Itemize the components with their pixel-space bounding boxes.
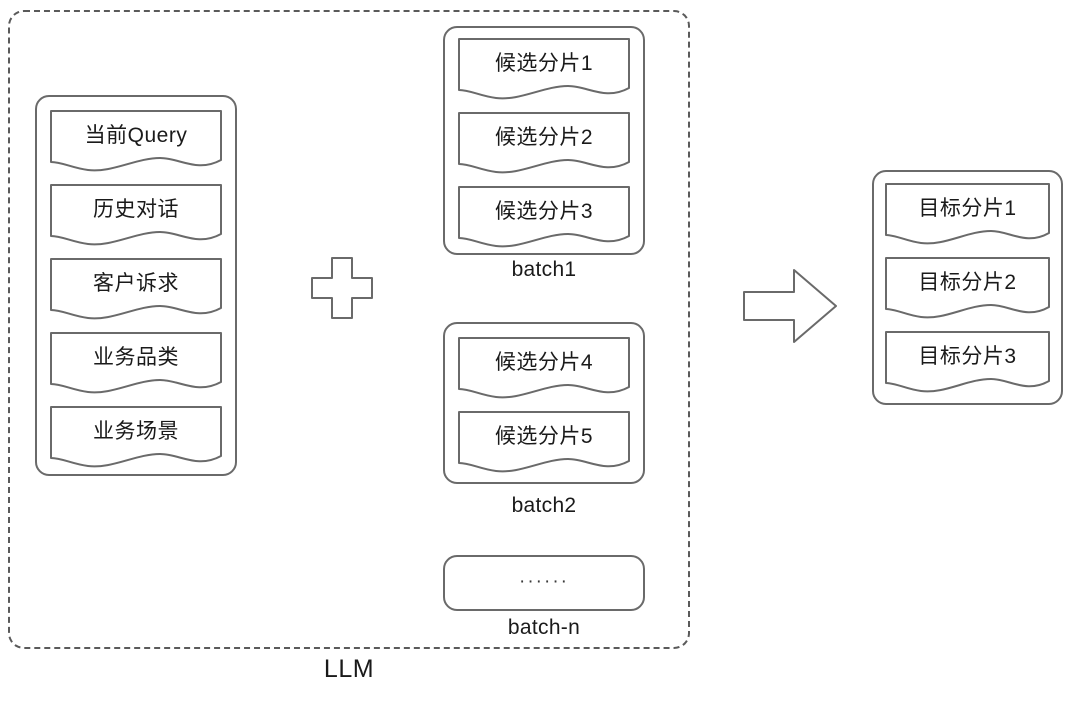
context-item-2[interactable]: 客户诉求: [50, 258, 222, 322]
document-shape: 目标分片1: [885, 183, 1050, 247]
chunk-label: 候选分片5: [494, 424, 594, 448]
target-item-label: 目标分片2: [918, 270, 1017, 294]
context-item-1[interactable]: 历史对话: [50, 184, 222, 248]
context-item-label: 业务场景: [93, 419, 179, 443]
batch-0-chunk-1[interactable]: 候选分片2: [458, 112, 630, 176]
context-item-label: 客户诉求: [93, 271, 179, 295]
right-arrow-icon: [742, 268, 838, 344]
batch-0-chunk-2[interactable]: 候选分片3: [458, 186, 630, 250]
document-shape: 候选分片1: [458, 38, 630, 102]
chunk-label: 候选分片1: [494, 51, 594, 75]
context-item-label: 业务品类: [93, 345, 179, 369]
document-shape: 业务品类: [50, 332, 222, 396]
plus-icon: [310, 256, 374, 320]
document-shape: 候选分片5: [458, 411, 630, 475]
context-item-3[interactable]: 业务品类: [50, 332, 222, 396]
target-item-label: 目标分片1: [918, 196, 1017, 220]
batch-container-2[interactable]: ······: [443, 555, 645, 611]
document-shape: 候选分片3: [458, 186, 630, 250]
document-shape: 候选分片2: [458, 112, 630, 176]
target-item-1[interactable]: 目标分片2: [885, 257, 1050, 321]
batch-1-chunk-1[interactable]: 候选分片5: [458, 411, 630, 475]
batch-caption-2: batch-n: [507, 616, 581, 639]
document-shape: 目标分片2: [885, 257, 1050, 321]
batch-caption-0: batch1: [511, 258, 577, 281]
batch-0-chunk-0[interactable]: 候选分片1: [458, 38, 630, 102]
llm-region-label: LLM: [323, 655, 375, 683]
target-item-label: 目标分片3: [918, 344, 1017, 368]
document-shape: 目标分片3: [885, 331, 1050, 395]
chunk-label: 候选分片3: [494, 199, 594, 223]
document-shape: 当前Query: [50, 110, 222, 174]
chunk-label: 候选分片2: [494, 125, 594, 149]
chunk-label: 候选分片4: [494, 350, 594, 374]
context-item-label: 当前Query: [84, 123, 188, 147]
batch-caption-1: batch2: [511, 494, 577, 517]
batch-1-chunk-0[interactable]: 候选分片4: [458, 337, 630, 401]
context-item-4[interactable]: 业务场景: [50, 406, 222, 470]
llm-region-border: [8, 10, 690, 649]
context-item-0[interactable]: 当前Query: [50, 110, 222, 174]
ellipsis-placeholder: ······: [519, 570, 569, 592]
context-item-label: 历史对话: [93, 197, 179, 221]
target-item-2[interactable]: 目标分片3: [885, 331, 1050, 395]
document-shape: 候选分片4: [458, 337, 630, 401]
target-item-0[interactable]: 目标分片1: [885, 183, 1050, 247]
document-shape: 客户诉求: [50, 258, 222, 322]
document-shape: 业务场景: [50, 406, 222, 470]
document-shape: 历史对话: [50, 184, 222, 248]
